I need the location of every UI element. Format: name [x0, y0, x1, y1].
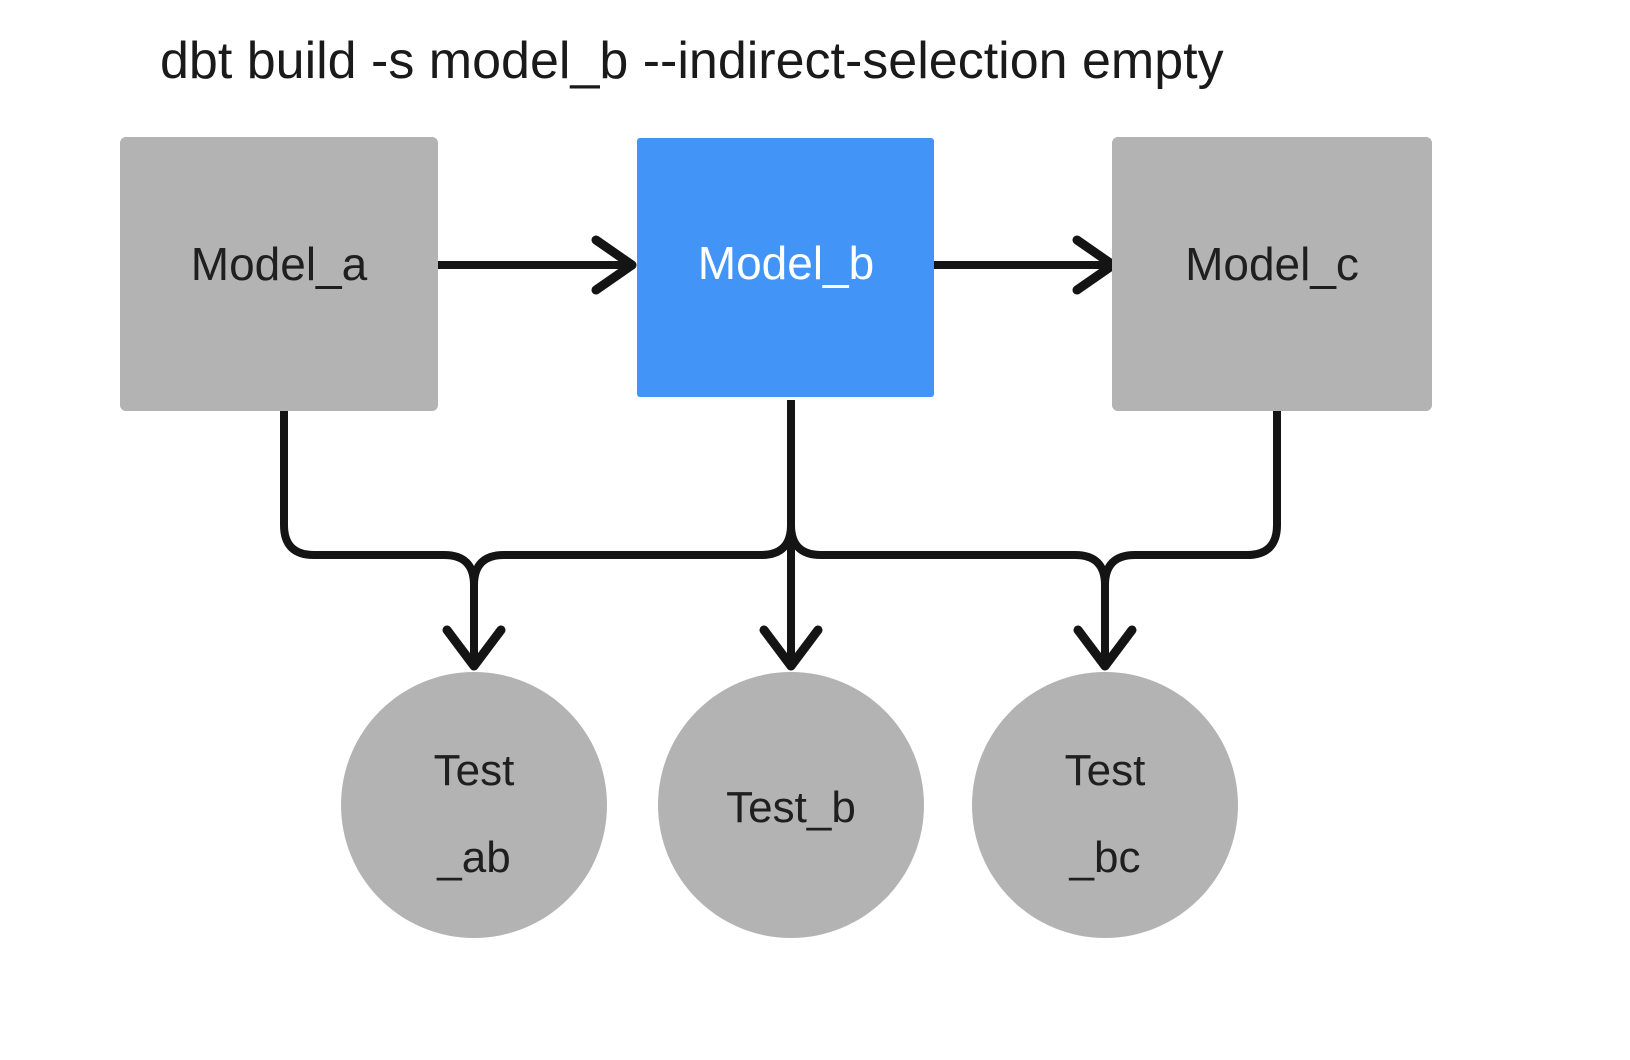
node-test-b[interactable]: Test_b — [658, 672, 924, 938]
edge-model-a-to-test-ab — [280, 400, 478, 660]
edge-model-b-to-test-ab — [442, 524, 795, 671]
node-test-bc[interactable]: Test _bc — [972, 672, 1238, 938]
node-model-a[interactable]: Model_a — [120, 137, 438, 411]
test-bc-label-line2: _bc — [1069, 833, 1141, 882]
node-model-b[interactable]: Model_b — [637, 138, 934, 397]
test-bc-circle[interactable] — [972, 672, 1238, 938]
model-b-box[interactable] — [637, 138, 934, 397]
diagram-title: dbt build -s model_b --indirect-selectio… — [160, 32, 1224, 90]
test-ab-circle[interactable] — [341, 672, 607, 938]
edge-model-b-to-model-c — [930, 235, 1143, 295]
model-c-label: Model_c — [1185, 238, 1359, 290]
model-a-box[interactable] — [120, 137, 438, 411]
edge-model-c-to-test-bc — [1073, 400, 1281, 671]
model-a-label: Model_a — [191, 238, 368, 290]
test-ab-label-line2: _ab — [436, 833, 510, 882]
edge-model-a-to-model-b — [434, 235, 637, 295]
node-test-ab[interactable]: Test _ab — [341, 672, 607, 938]
node-model-c[interactable]: Model_c — [1112, 137, 1432, 411]
test-bc-label-line1: Test — [1065, 746, 1146, 795]
test-b-circle[interactable] — [658, 672, 924, 938]
test-ab-label-line1: Test — [434, 746, 515, 795]
test-b-label-line1: Test_b — [726, 783, 856, 832]
edge-model-b-to-test-bc — [787, 524, 1109, 660]
model-b-label: Model_b — [698, 237, 874, 289]
model-c-box[interactable] — [1112, 137, 1432, 411]
